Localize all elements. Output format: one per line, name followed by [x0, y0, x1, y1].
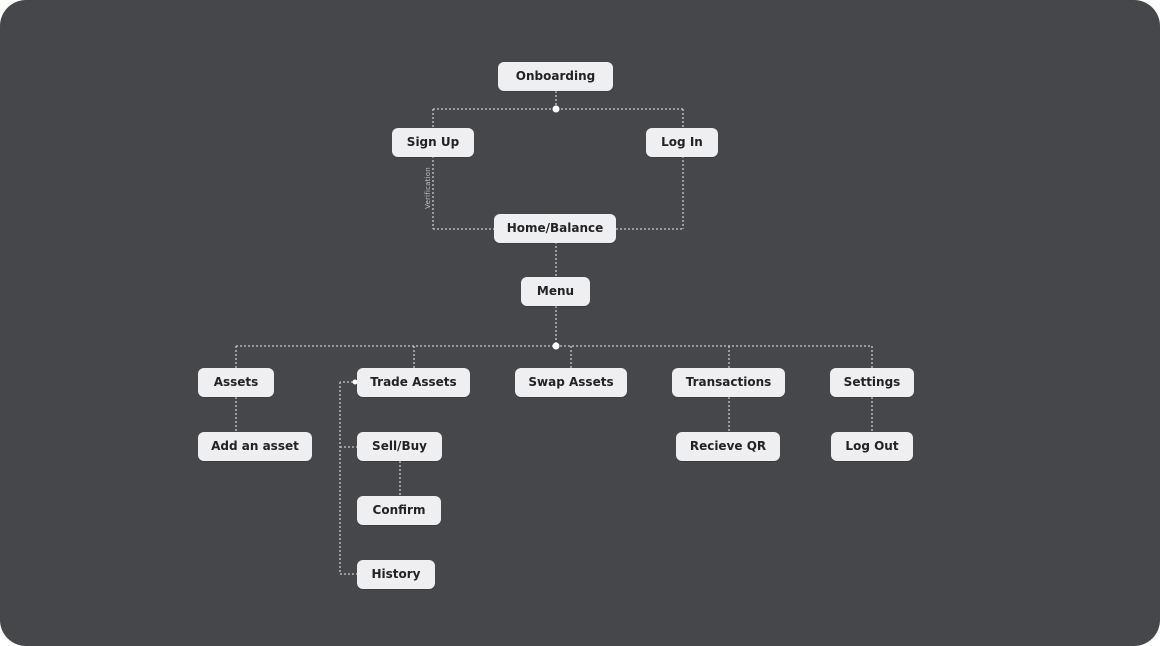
node-log-in[interactable]: Log In	[646, 128, 718, 157]
node-sign-up[interactable]: Sign Up	[392, 128, 474, 157]
node-menu[interactable]: Menu	[521, 277, 590, 306]
node-receive-qr[interactable]: Recieve QR	[676, 432, 780, 461]
node-home-balance[interactable]: Home/Balance	[494, 214, 616, 243]
node-log-out[interactable]: Log Out	[831, 432, 913, 461]
junction-dot-menu	[552, 342, 560, 350]
node-swap-assets[interactable]: Swap Assets	[515, 368, 627, 397]
edge-label-verification: Verification	[424, 167, 432, 209]
node-add-an-asset[interactable]: Add an asset	[198, 432, 312, 461]
node-onboarding[interactable]: Onboarding	[498, 62, 613, 91]
node-trade-assets[interactable]: Trade Assets	[357, 368, 470, 397]
node-confirm[interactable]: Confirm	[357, 496, 441, 525]
node-settings[interactable]: Settings	[830, 368, 914, 397]
junction-dot-auth	[552, 105, 560, 113]
junction-dot-trade	[352, 379, 358, 385]
node-sell-buy[interactable]: Sell/Buy	[357, 432, 442, 461]
node-transactions[interactable]: Transactions	[672, 368, 785, 397]
node-history[interactable]: History	[357, 560, 435, 589]
node-assets[interactable]: Assets	[198, 368, 274, 397]
